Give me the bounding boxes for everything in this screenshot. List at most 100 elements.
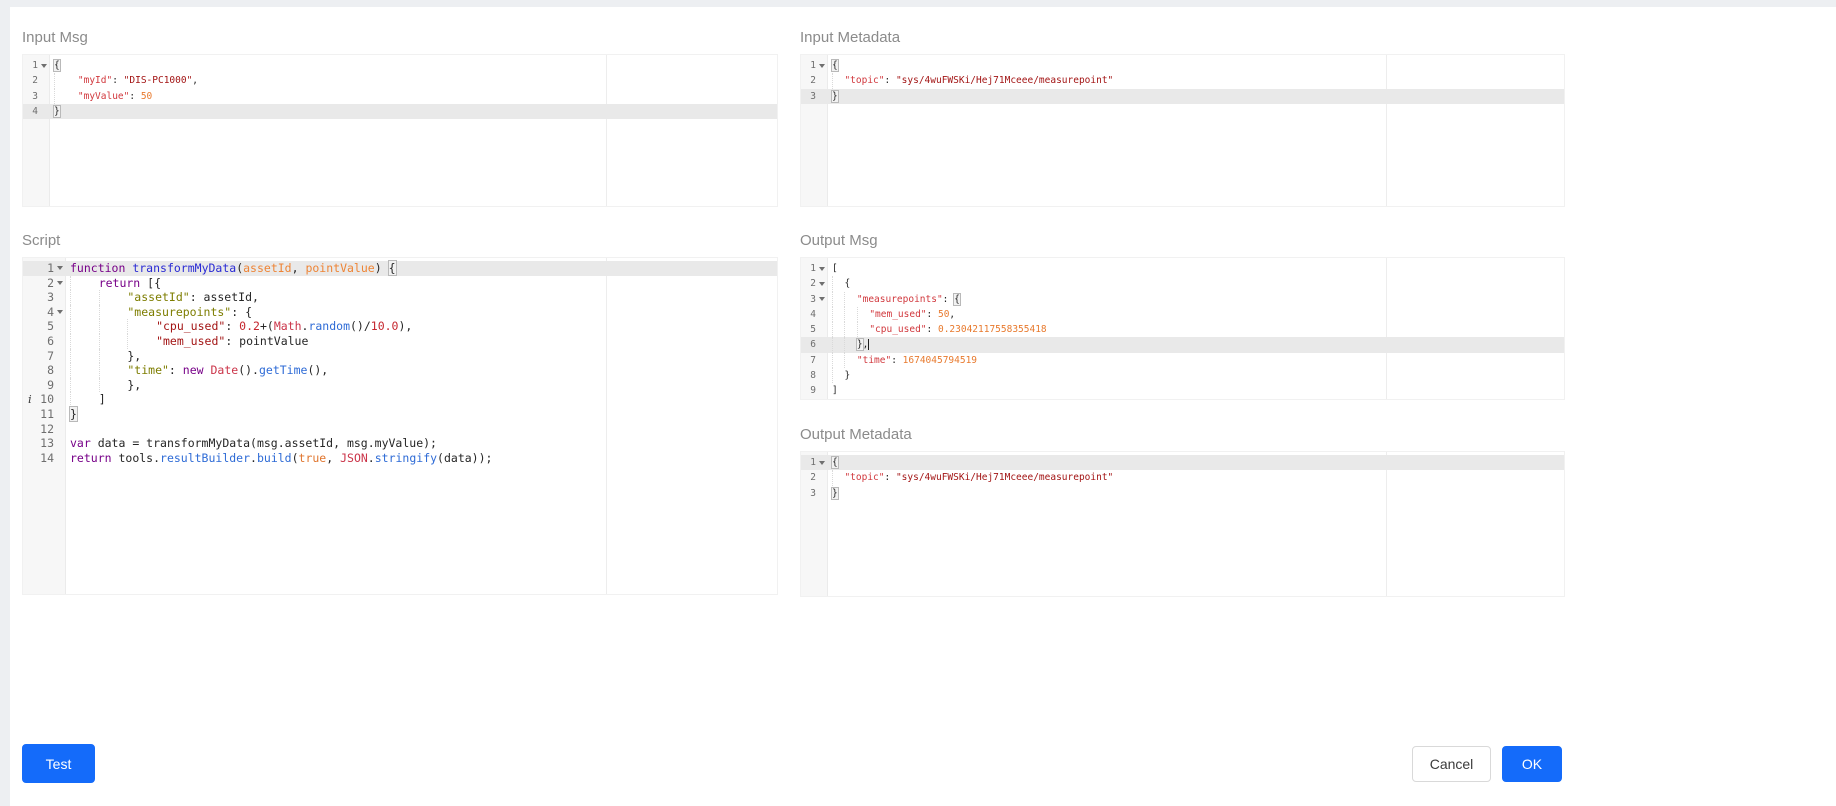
- indent-guide: [856, 322, 869, 338]
- indent-guide: [844, 352, 856, 369]
- indent-guide: [70, 348, 99, 364]
- code-line[interactable]: 1{: [23, 58, 777, 73]
- indent-guide: [98, 304, 128, 320]
- indent-guide: [98, 348, 128, 364]
- indent-guide: [70, 304, 99, 320]
- code-line[interactable]: 8"time": new Date().getTime(),: [47, 363, 329, 378]
- info-icon: i: [28, 392, 32, 407]
- code-line[interactable]: 2"topic": "sys/4wuFWSKi/Hej71Mceee/measu…: [801, 73, 1564, 89]
- gutter: [801, 258, 828, 399]
- code-line[interactable]: 4"measurepoints": {: [47, 304, 253, 320]
- line-number: 8: [47, 363, 54, 378]
- output-metadata-title: Output Metadata: [800, 426, 912, 443]
- indent-guide: [54, 73, 78, 89]
- code-line[interactable]: 8}: [801, 368, 1564, 384]
- code-line[interactable]: 5"cpu_used": 0.2+(Math.random()/10.0),: [47, 319, 413, 334]
- code-line[interactable]: 6"mem_used": pointValue: [47, 333, 309, 349]
- code-line[interactable]: 3"measurepoints": {: [801, 291, 1564, 307]
- indent-guide: [832, 337, 844, 353]
- fold-arrow-icon[interactable]: [40, 63, 47, 68]
- output-msg-editor[interactable]: 1[2{3"measurepoints": {4"mem_used": 50,5…: [800, 257, 1565, 400]
- line-number: 11: [40, 406, 54, 421]
- output-msg-title: Output Msg: [800, 232, 878, 249]
- code-line[interactable]: 6},: [801, 337, 1564, 353]
- code-line[interactable]: 1{: [801, 455, 1564, 471]
- input-metadata-title: Input Metadata: [800, 29, 901, 46]
- line-number: 4: [47, 304, 54, 319]
- line-number: 2: [810, 75, 816, 87]
- input-msg-panel: Input Msg 1{2"myId": "DIS-PC1000",3"myVa…: [22, 27, 778, 207]
- code-line[interactable]: 12: [23, 422, 777, 437]
- fold-arrow-icon[interactable]: [818, 281, 825, 286]
- cancel-button[interactable]: Cancel: [1412, 746, 1491, 782]
- fold-arrow-icon[interactable]: [56, 280, 63, 285]
- indent-guide: [127, 333, 156, 349]
- output-metadata-panel: Output Metadata 1{2"topic": "sys/4wuFWSK…: [800, 424, 1565, 597]
- ruler-line: [606, 55, 607, 206]
- code-line[interactable]: 4}: [23, 103, 777, 120]
- code-line[interactable]: 4"mem_used": 50,: [801, 306, 1564, 323]
- indent-guide: [832, 368, 844, 384]
- line-number: 1: [810, 263, 816, 274]
- indent-guide: [844, 306, 856, 323]
- indent-guide: [98, 290, 128, 305]
- code-line[interactable]: 5"cpu_used": 0.23042117558355418: [801, 322, 1564, 338]
- indent-guide: [98, 333, 128, 349]
- input-metadata-editor[interactable]: 1{2"topic": "sys/4wuFWSKi/Hej71Mceee/mea…: [800, 54, 1565, 207]
- line-number: 2: [47, 275, 54, 290]
- code-line[interactable]: 9},: [47, 377, 142, 393]
- code-line[interactable]: 2"topic": "sys/4wuFWSKi/Hej71Mceee/measu…: [801, 470, 1564, 486]
- code-line[interactable]: 2{: [801, 276, 1564, 292]
- line-number: 3: [47, 290, 54, 305]
- indent-guide: [832, 306, 844, 323]
- code-line[interactable]: 2"myId": "DIS-PC1000",: [23, 73, 777, 89]
- gutter: [801, 55, 828, 206]
- code-line[interactable]: 3"assetId": assetId,: [47, 290, 259, 305]
- test-button[interactable]: Test: [22, 744, 95, 783]
- code-line[interactable]: 1{: [801, 58, 1564, 73]
- code-line[interactable]: 1[: [801, 261, 1564, 276]
- ruler-line: [1386, 55, 1387, 206]
- line-number: 1: [810, 457, 816, 468]
- code-line[interactable]: 3}: [801, 88, 1564, 104]
- indent-guide: [98, 377, 128, 393]
- indent-guide: [98, 319, 128, 334]
- ok-button[interactable]: OK: [1502, 746, 1562, 782]
- fold-arrow-icon[interactable]: [818, 297, 825, 302]
- line-number: 6: [47, 333, 54, 348]
- indent-guide: [98, 363, 128, 378]
- script-title: Script: [22, 232, 61, 249]
- code-line[interactable]: 7"time": 1674045794519: [801, 352, 1564, 369]
- line-number: 2: [32, 75, 38, 87]
- line-number: 5: [47, 319, 54, 334]
- fold-arrow-icon[interactable]: [56, 266, 63, 271]
- fold-arrow-icon[interactable]: [818, 63, 825, 68]
- indent-guide: [70, 290, 99, 305]
- indent-guide: [70, 333, 99, 349]
- output-metadata-editor[interactable]: 1{2"topic": "sys/4wuFWSKi/Hej71Mceee/mea…: [800, 451, 1565, 597]
- fold-arrow-icon[interactable]: [818, 460, 825, 465]
- fold-arrow-icon[interactable]: [56, 310, 63, 315]
- gutter: [801, 452, 828, 596]
- line-number: 10: [40, 392, 54, 407]
- line-number: 6: [810, 339, 816, 351]
- fold-arrow-icon[interactable]: [818, 266, 825, 271]
- code-line[interactable]: 3"myValue": 50: [23, 88, 777, 104]
- code-line[interactable]: 3}: [801, 486, 1564, 501]
- line-number: 9: [47, 377, 54, 392]
- indent-guide: [844, 322, 856, 338]
- line-number: 3: [810, 90, 816, 102]
- line-number: 3: [810, 487, 816, 499]
- code-line[interactable]: 11}: [40, 405, 78, 422]
- code-line[interactable]: 7},: [47, 348, 142, 364]
- line-number: 1: [810, 60, 816, 71]
- code-line[interactable]: 9]: [801, 383, 1564, 398]
